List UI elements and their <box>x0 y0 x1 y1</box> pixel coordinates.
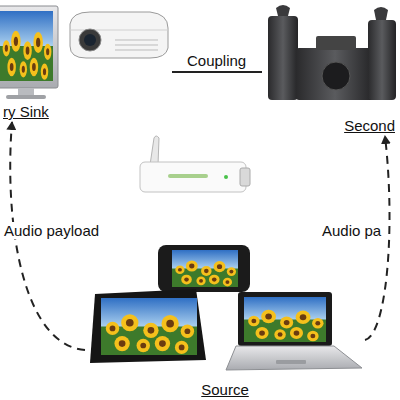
sink-label: ry Sink <box>0 103 52 120</box>
coupling-line <box>172 71 262 73</box>
edge-label: Coupling <box>185 52 248 69</box>
source-devices: Source <box>85 240 365 398</box>
edge-label: Audio pa <box>320 222 383 239</box>
edge-label: Audio payload <box>2 222 101 239</box>
secondary-sink: Second <box>262 0 398 134</box>
sink-label: Second <box>341 117 398 134</box>
primary-sink: ry Sink <box>0 0 172 120</box>
sink-label: Source <box>198 381 252 398</box>
